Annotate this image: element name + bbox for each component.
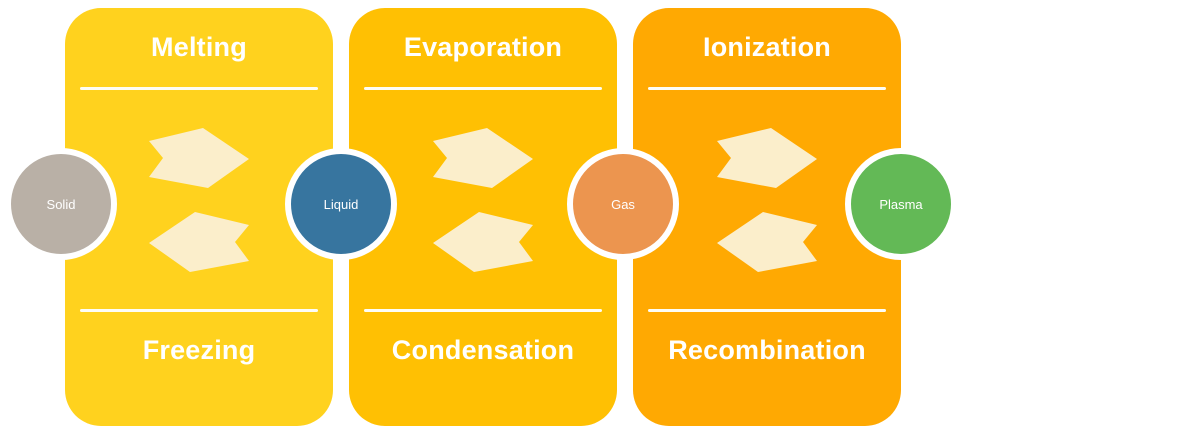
- state-label: Solid: [46, 196, 76, 212]
- divider-line: [364, 309, 602, 312]
- arrow-left-icon: [717, 211, 817, 272]
- arrow-right-icon: [433, 127, 533, 188]
- arrows-zone: [65, 90, 333, 309]
- state-label: Plasma: [879, 196, 923, 212]
- state-label: Gas: [611, 196, 635, 212]
- card-top-title: Ionization: [703, 32, 831, 62]
- arrows-zone: [633, 90, 901, 309]
- card-bottom-title: Recombination: [668, 334, 866, 365]
- card-top-title: Evaporation: [403, 32, 563, 62]
- divider-line: [648, 309, 886, 312]
- state-circle-gas: Gas: [567, 148, 679, 260]
- divider-line: [80, 87, 318, 90]
- card-top-title: Melting: [151, 32, 247, 62]
- arrow-left-icon: [149, 211, 249, 272]
- divider-line: [364, 87, 602, 90]
- arrow-left-icon: [433, 211, 533, 272]
- state-label: Liquid: [323, 196, 359, 212]
- card-bottom-title: Condensation: [391, 334, 575, 365]
- state-circle-liquid: Liquid: [285, 148, 397, 260]
- card-bottom-title: Freezing: [142, 334, 256, 365]
- divider-line: [80, 309, 318, 312]
- state-circle-plasma: Plasma: [845, 148, 957, 260]
- arrows-zone: [349, 90, 617, 309]
- arrow-right-icon: [149, 127, 249, 188]
- arrow-right-icon: [717, 127, 817, 188]
- state-circle-solid: Solid: [5, 148, 117, 260]
- divider-line: [648, 87, 886, 90]
